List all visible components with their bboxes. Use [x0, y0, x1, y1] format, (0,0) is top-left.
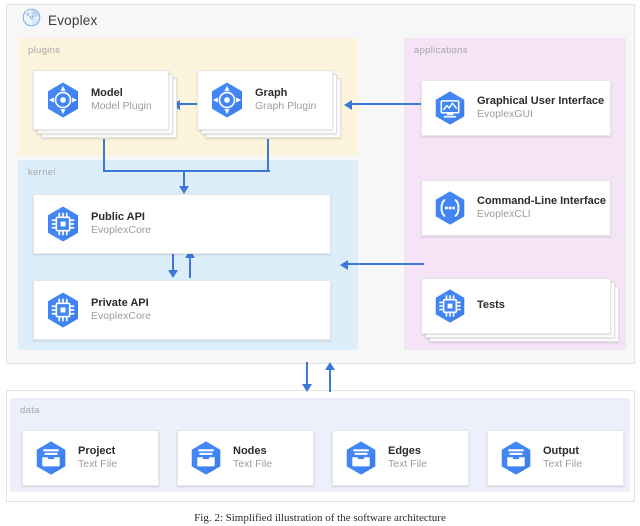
connector-private-to-public [189, 256, 192, 278]
arrowhead-plugins-to-public-api [179, 186, 189, 194]
node-tests-title: Tests [477, 299, 505, 312]
node-edges[interactable]: Edges Text File [332, 430, 469, 486]
node-edges-subtitle: Text File [388, 458, 428, 471]
panel-data-label: data [20, 405, 40, 416]
chip-hex-icon [431, 287, 469, 325]
panel-kernel-label: kernel [28, 167, 56, 178]
connector-plugins-bracket [103, 170, 270, 173]
chip-hex-icon [43, 290, 83, 330]
node-nodes[interactable]: Nodes Text File [177, 430, 314, 486]
chip-hex-icon [43, 204, 83, 244]
arrowhead-data-to-kernel [325, 362, 335, 370]
node-project-subtitle: Text File [78, 458, 118, 471]
evoplex-circle-logo-icon [22, 8, 41, 32]
node-public-api[interactable]: Public API EvoplexCore [33, 194, 331, 254]
arrowhead-public-to-private [168, 270, 178, 278]
arrowhead-applications-to-kernel [340, 259, 348, 270]
connector-graph-stem [267, 139, 270, 172]
target-compass-hex-icon [207, 80, 247, 120]
node-gui-subtitle: EvoplexGUI [477, 108, 534, 121]
figure-caption: Fig. 2: Simplified illustration of the s… [194, 512, 446, 524]
node-public-api-subtitle: EvoplexCore [91, 224, 152, 237]
node-gui[interactable]: Graphical User Interface EvoplexGUI [421, 80, 611, 136]
node-cli[interactable]: Command-Line Interface EvoplexCLI [421, 180, 611, 236]
node-project-title: Project [78, 445, 116, 458]
node-graph[interactable]: Graph Graph Plugin [197, 70, 333, 130]
node-nodes-title: Nodes [233, 445, 267, 458]
file-box-hex-icon [187, 439, 225, 477]
arrowhead-kernel-to-data [302, 384, 312, 392]
connector-model-stem [103, 139, 106, 172]
panel-applications-label: applications [414, 45, 468, 56]
file-box-hex-icon [497, 439, 535, 477]
node-private-api-subtitle: EvoplexCore [91, 310, 152, 323]
node-output-title: Output [543, 445, 580, 458]
connector-data-to-kernel [329, 368, 332, 392]
connector-graph-to-model [180, 103, 208, 106]
target-compass-hex-icon [43, 80, 83, 120]
connector-gui-to-plugins [352, 103, 424, 106]
connector-kernel-to-data [306, 362, 309, 386]
brand: Evoplex [22, 8, 97, 32]
node-output-subtitle: Text File [543, 458, 583, 471]
node-public-api-title: Public API [91, 211, 145, 224]
connector-applications-to-kernel [348, 263, 424, 266]
node-graph-title: Graph [255, 87, 288, 100]
arrowhead-gui-to-plugins [344, 99, 352, 110]
panel-plugins-label: plugins [28, 45, 61, 56]
arrowhead-private-to-public [185, 250, 195, 258]
node-tests[interactable]: Tests [421, 278, 611, 334]
connector-public-to-private [172, 252, 175, 272]
brand-title: Evoplex [48, 12, 98, 28]
node-cli-title: Command-Line Interface [477, 195, 606, 208]
monitor-chart-hex-icon [431, 89, 469, 127]
connector-plugins-to-public-api [183, 170, 186, 188]
node-nodes-subtitle: Text File [233, 458, 273, 471]
node-private-api[interactable]: Private API EvoplexCore [33, 280, 331, 340]
node-edges-title: Edges [388, 445, 422, 458]
node-model-subtitle: Model Plugin [91, 100, 152, 113]
terminal-hex-icon [431, 189, 469, 227]
node-cli-subtitle: EvoplexCLI [477, 208, 531, 221]
node-output[interactable]: Output Text File [487, 430, 624, 486]
node-graph-subtitle: Graph Plugin [255, 100, 317, 113]
file-box-hex-icon [342, 439, 380, 477]
node-private-api-title: Private API [91, 297, 149, 310]
node-gui-title: Graphical User Interface [477, 95, 605, 108]
node-model-title: Model [91, 87, 123, 100]
node-project[interactable]: Project Text File [22, 430, 159, 486]
file-box-hex-icon [32, 439, 70, 477]
node-model[interactable]: Model Model Plugin [33, 70, 169, 130]
